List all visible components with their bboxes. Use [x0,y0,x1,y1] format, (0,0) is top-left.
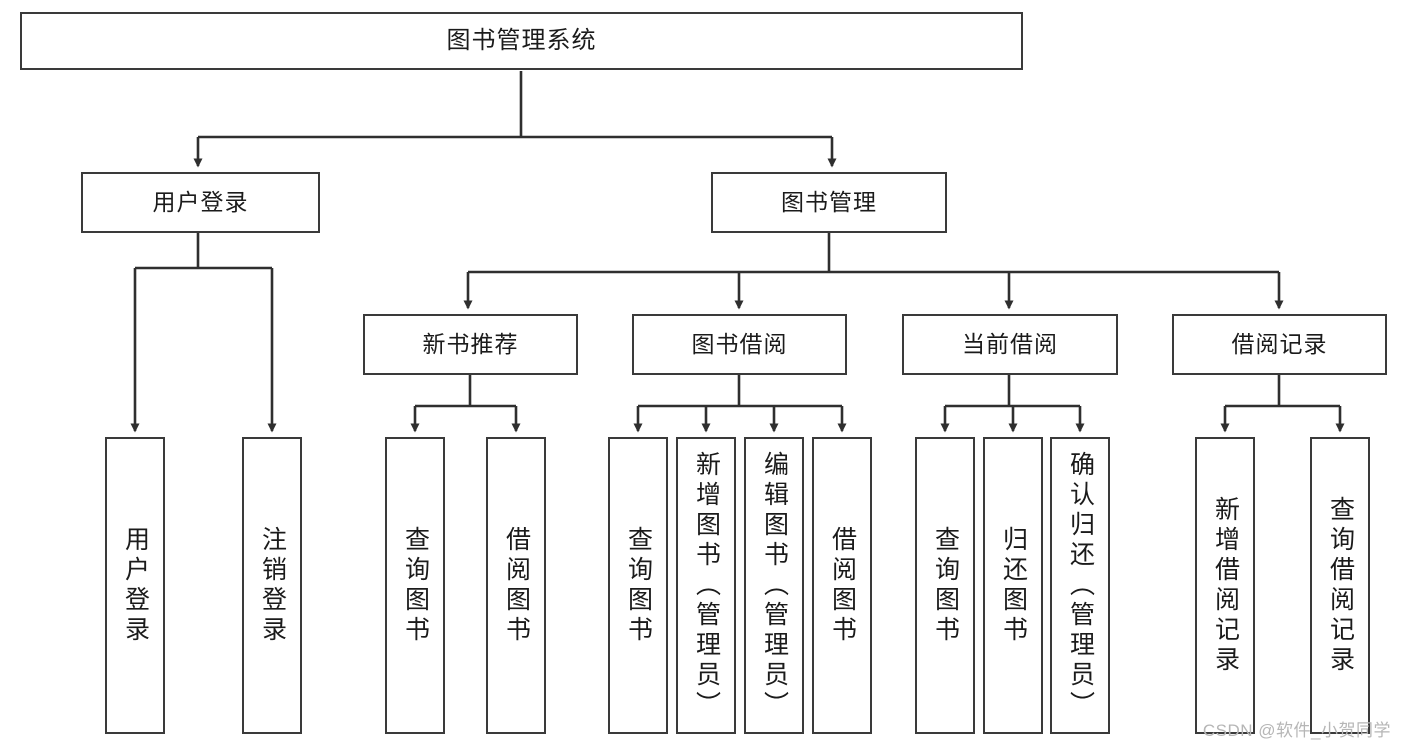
node-leaf-add-borrow-record[interactable]: 新增借阅记录 [1195,437,1255,734]
node-leaf-query-book-2[interactable]: 查询图书 [608,437,668,734]
node-label: 借阅图书 [828,525,857,646]
node-label: 查询图书 [624,525,653,646]
node-label: 编辑图书（管理员） [760,450,789,721]
node-new-book-recommend[interactable]: 新书推荐 [363,314,578,375]
node-label: 归还图书 [999,525,1028,646]
csdn-watermark: CSDN @软件_小贺同学 [1202,721,1391,740]
node-leaf-logout-login[interactable]: 注销登录 [242,437,302,734]
node-label: 注销登录 [258,525,287,646]
node-leaf-return-book[interactable]: 归还图书 [983,437,1043,734]
node-label: 借阅图书 [502,525,531,646]
node-book-management[interactable]: 图书管理 [711,172,947,233]
node-label: 确认归还（管理员） [1066,450,1095,721]
node-label: 查询图书 [401,525,430,646]
node-current-borrow[interactable]: 当前借阅 [902,314,1118,375]
node-leaf-borrow-book-1[interactable]: 借阅图书 [486,437,546,734]
node-leaf-query-book-1[interactable]: 查询图书 [385,437,445,734]
node-label: 查询图书 [931,525,960,646]
node-label: 图书管理系统 [446,26,597,54]
node-book-management-system[interactable]: 图书管理系统 [20,12,1023,70]
node-leaf-borrow-book-2[interactable]: 借阅图书 [812,437,872,734]
node-label: 图书借阅 [691,330,788,357]
node-leaf-query-borrow-record[interactable]: 查询借阅记录 [1310,437,1370,734]
node-label: 新增借阅记录 [1211,495,1240,676]
node-leaf-query-book-3[interactable]: 查询图书 [915,437,975,734]
node-label: 当前借阅 [962,330,1058,357]
node-user-login[interactable]: 用户登录 [81,172,320,233]
node-label: 用户登录 [152,188,249,215]
node-book-borrow[interactable]: 图书借阅 [632,314,847,375]
node-leaf-add-book-admin[interactable]: 新增图书（管理员） [676,437,736,734]
node-borrow-record[interactable]: 借阅记录 [1172,314,1387,375]
node-leaf-user-login[interactable]: 用户登录 [105,437,165,734]
node-label: 新增图书（管理员） [692,450,721,721]
node-leaf-edit-book-admin[interactable]: 编辑图书（管理员） [744,437,804,734]
node-label: 用户登录 [121,525,150,646]
node-label: 图书管理 [781,188,877,215]
node-label: 查询借阅记录 [1326,495,1355,676]
node-label: 借阅记录 [1231,330,1328,357]
node-leaf-confirm-return-admin[interactable]: 确认归还（管理员） [1050,437,1110,734]
node-label: 新书推荐 [422,330,519,357]
